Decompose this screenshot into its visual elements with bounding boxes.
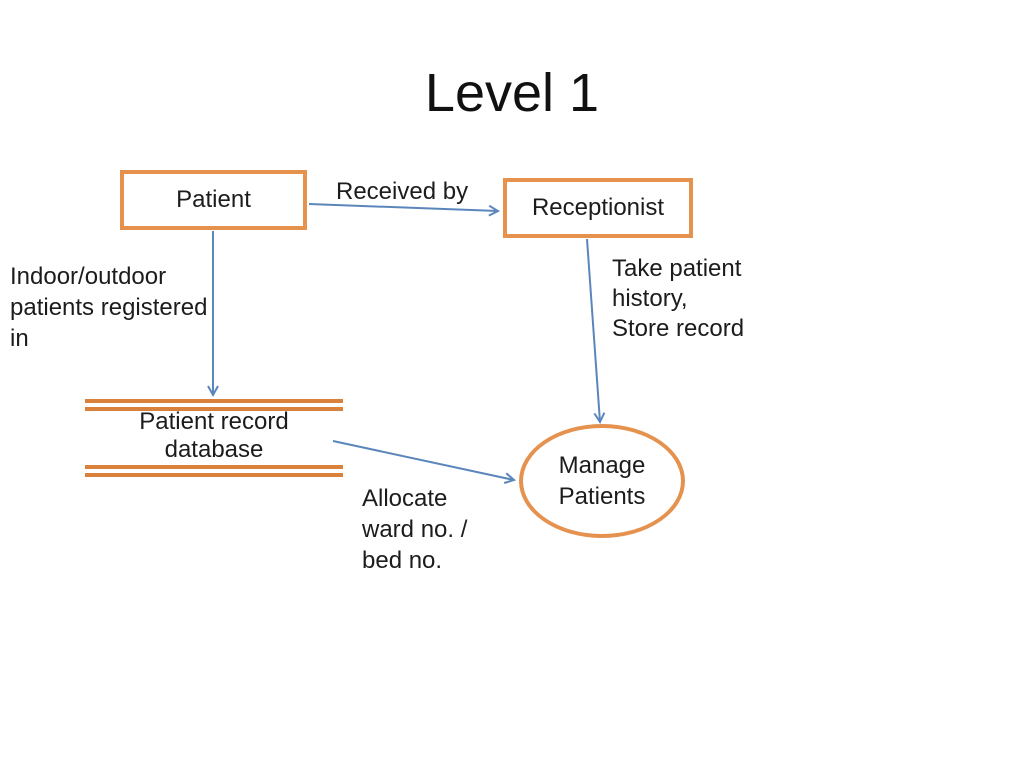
data-store-bottom-bar-1 bbox=[85, 465, 343, 469]
arrow-receptionist-to-manage-patients bbox=[586, 238, 606, 425]
node-patient: Patient bbox=[120, 170, 307, 230]
data-store-bottom-bar-2 bbox=[85, 473, 343, 477]
slide-title: Level 1 bbox=[424, 63, 600, 123]
node-patient-record-database: Patient record database bbox=[139, 408, 289, 463]
node-receptionist-label: Receptionist bbox=[531, 194, 665, 221]
arrow-database-to-manage-patients bbox=[332, 440, 517, 484]
data-store-top-bar-2 bbox=[85, 407, 343, 411]
flow-label-registered-in: Indoor/outdoor patients registered in bbox=[10, 263, 208, 352]
node-manage-patients: Manage Patients bbox=[519, 424, 685, 538]
data-store-top-bar-1 bbox=[85, 399, 343, 403]
arrow-patient-to-receptionist bbox=[308, 203, 501, 217]
node-patient-label: Patient bbox=[176, 186, 251, 213]
flow-label-allocate-ward: Allocate ward no. / bed no. bbox=[362, 485, 468, 574]
node-receptionist: Receptionist bbox=[503, 178, 693, 238]
node-manage-patients-label: Manage Patients bbox=[558, 452, 646, 510]
flow-label-received-by: Received by bbox=[336, 178, 469, 205]
flow-label-take-history: Take patient history, Store record bbox=[612, 255, 745, 342]
